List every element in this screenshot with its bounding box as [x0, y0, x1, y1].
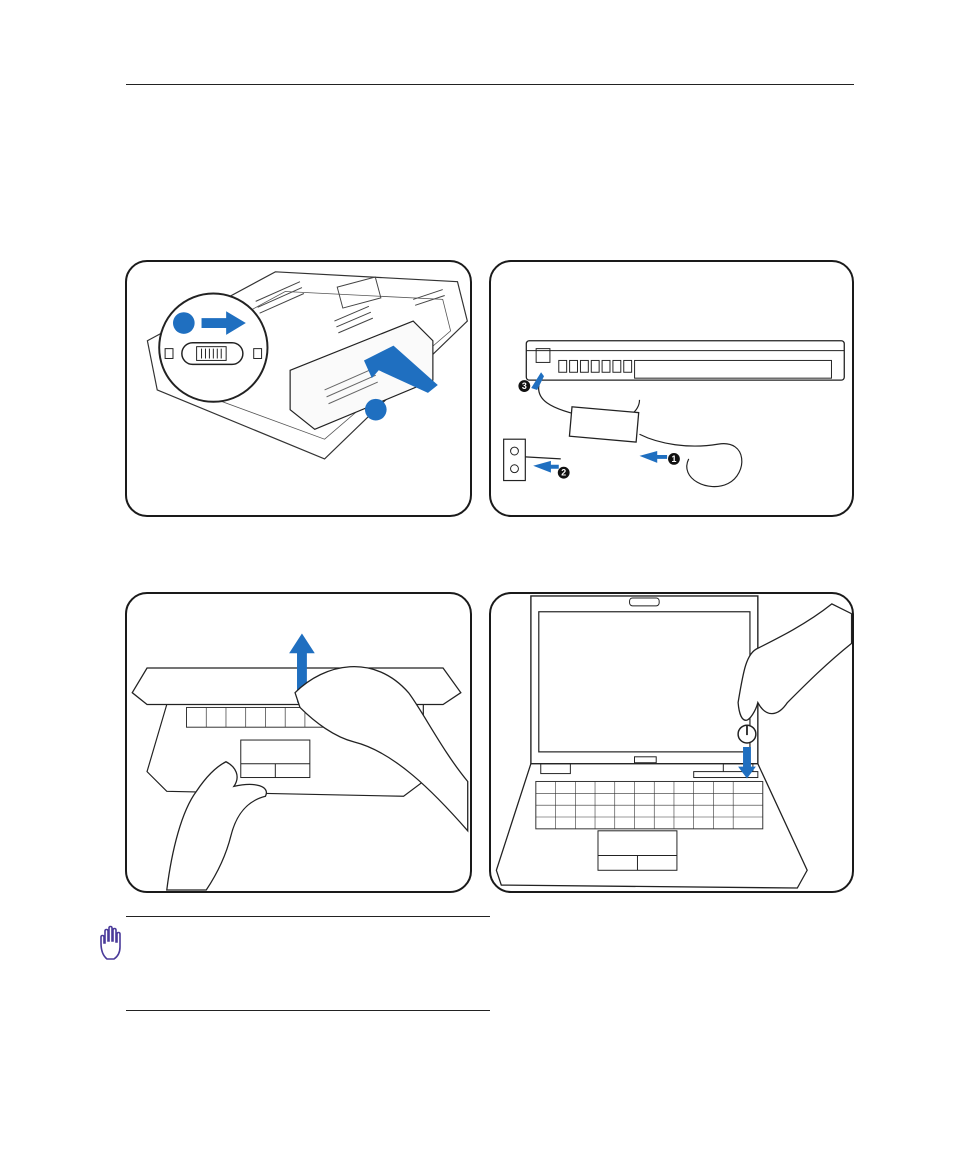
- step-label-3: 3: [522, 381, 527, 391]
- figure-open-display: [125, 592, 472, 893]
- figure-power-on: [489, 592, 854, 893]
- battery-illustration: [127, 262, 470, 515]
- figure-install-battery: [125, 260, 472, 517]
- step-badge-1: [173, 312, 195, 334]
- left-hand: [167, 762, 267, 890]
- step-label-2: 2: [561, 468, 566, 478]
- open-display-illustration: [127, 594, 470, 891]
- note-bottom-rule: [126, 1010, 490, 1011]
- step-label-1: 1: [672, 454, 677, 464]
- arrow-1: [640, 451, 668, 463]
- step-badge-2: [365, 399, 387, 421]
- hand-stop-icon: [98, 925, 128, 961]
- note-top-rule: [126, 916, 490, 917]
- header-rule: [126, 84, 854, 85]
- figure-connect-ac-adapter: 3 2 1: [489, 260, 854, 517]
- arrow-2: [533, 461, 559, 473]
- power-on-illustration: [491, 594, 852, 891]
- ac-adapter-illustration: 3 2 1: [491, 262, 852, 515]
